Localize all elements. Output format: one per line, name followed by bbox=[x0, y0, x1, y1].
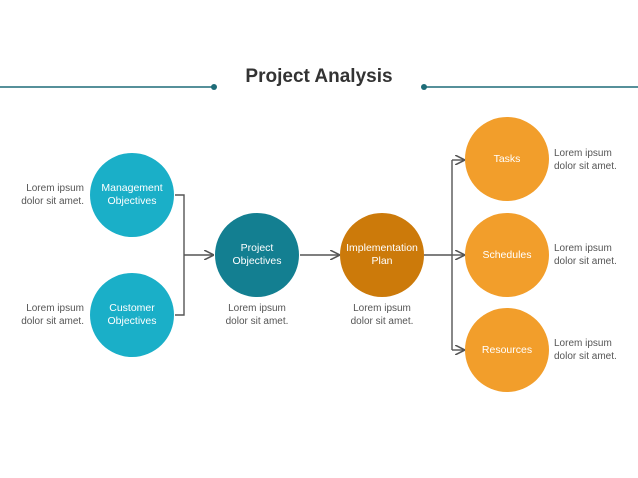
project-label-line2: Objectives bbox=[232, 255, 282, 267]
resources-desc-line2: dolor sit amet. bbox=[554, 351, 617, 362]
resources-node: Resources bbox=[465, 308, 549, 392]
implementation-label-line1: Implementation bbox=[346, 242, 418, 254]
tasks-desc-line2: dolor sit amet. bbox=[554, 161, 617, 172]
customer-desc-line2: dolor sit amet. bbox=[21, 316, 84, 327]
management-objectives-node: Management Objectives bbox=[90, 153, 174, 237]
project-description: Lorem ipsum dolor sit amet. bbox=[212, 302, 302, 328]
customer-description: Lorem ipsum dolor sit amet. bbox=[10, 302, 84, 328]
merge-bracket bbox=[175, 194, 185, 316]
tasks-desc-line1: Lorem ipsum bbox=[554, 148, 612, 159]
schedules-description: Lorem ipsum dolor sit amet. bbox=[554, 242, 634, 268]
project-desc-line2: dolor sit amet. bbox=[225, 316, 289, 327]
resources-description: Lorem ipsum dolor sit amet. bbox=[554, 337, 634, 363]
project-objectives-node: Project Objectives bbox=[215, 213, 299, 297]
schedules-desc-line1: Lorem ipsum bbox=[554, 243, 612, 254]
management-description: Lorem ipsum dolor sit amet. bbox=[10, 182, 84, 208]
tasks-label: Tasks bbox=[493, 152, 521, 165]
management-desc-line1: Lorem ipsum bbox=[26, 183, 84, 194]
tasks-node: Tasks bbox=[465, 117, 549, 201]
title-divider-left-dot bbox=[211, 84, 217, 90]
implementation-desc-line1: Lorem ipsum bbox=[353, 303, 411, 314]
schedules-desc-line2: dolor sit amet. bbox=[554, 256, 617, 267]
management-label-line2: Objectives bbox=[107, 195, 157, 207]
implementation-desc-line2: dolor sit amet. bbox=[350, 316, 414, 327]
resources-desc-line1: Lorem ipsum bbox=[554, 338, 612, 349]
customer-label-line1: Customer bbox=[109, 302, 155, 314]
management-desc-line2: dolor sit amet. bbox=[21, 196, 84, 207]
customer-objectives-node: Customer Objectives bbox=[90, 273, 174, 357]
tasks-description: Lorem ipsum dolor sit amet. bbox=[554, 147, 634, 173]
implementation-plan-node: Implementation Plan bbox=[340, 213, 424, 297]
schedules-node: Schedules bbox=[465, 213, 549, 297]
management-label-line1: Management bbox=[101, 182, 163, 194]
resources-label: Resources bbox=[481, 343, 533, 356]
schedules-label: Schedules bbox=[482, 248, 532, 261]
customer-label-line2: Objectives bbox=[107, 315, 157, 327]
implementation-label-line2: Plan bbox=[371, 255, 393, 267]
title-divider-right-dot bbox=[421, 84, 427, 90]
implementation-description: Lorem ipsum dolor sit amet. bbox=[337, 302, 427, 328]
project-desc-line1: Lorem ipsum bbox=[228, 303, 286, 314]
page-title: Project Analysis bbox=[245, 66, 393, 87]
customer-desc-line1: Lorem ipsum bbox=[26, 303, 84, 314]
project-label-line1: Project bbox=[240, 242, 274, 254]
